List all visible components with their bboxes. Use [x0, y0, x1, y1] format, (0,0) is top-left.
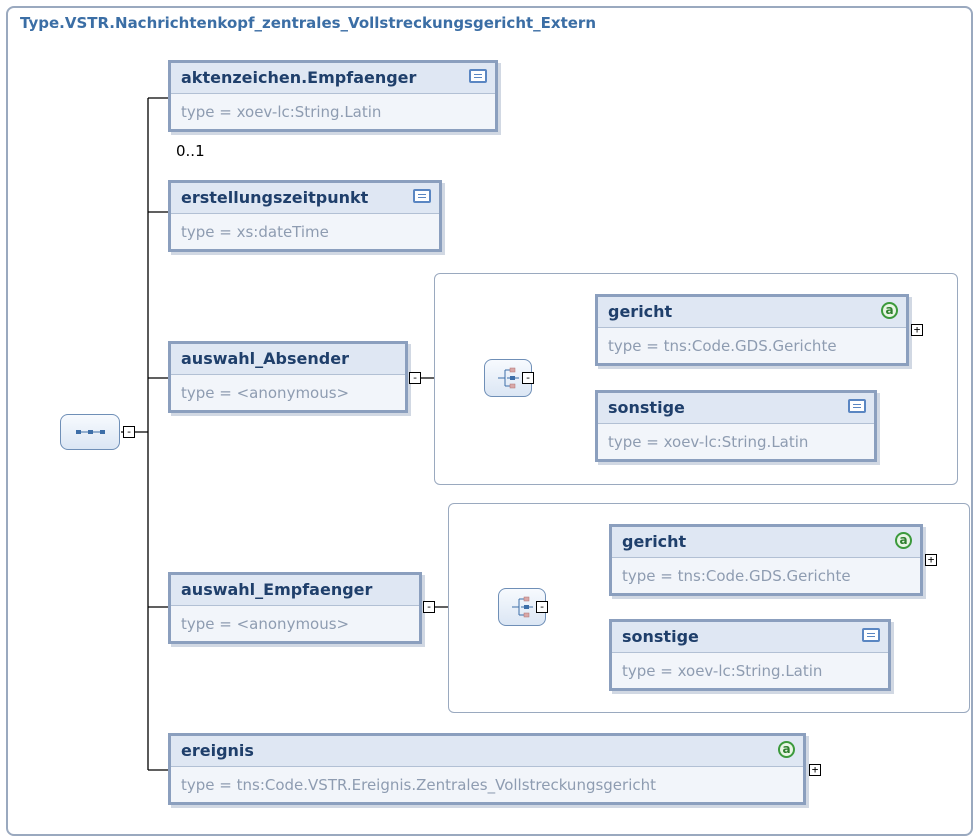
documentation-icon: [413, 189, 431, 203]
element-name: gericht: [608, 302, 673, 321]
element-type: type = xoev-lc:String.Latin: [181, 103, 382, 121]
expand-toggle[interactable]: +: [911, 324, 923, 336]
element-type: type = tns:Code.VSTR.Ereignis.Zentrales_…: [181, 776, 657, 794]
documentation-icon: [862, 628, 880, 642]
element-auswahl-absender[interactable]: auswahl_Absender type = <anonymous>: [168, 341, 408, 413]
element-name: gericht: [622, 532, 687, 551]
element-name: sonstige: [622, 627, 699, 646]
documentation-icon: [469, 69, 487, 83]
sequence-icon: [60, 414, 120, 450]
element-name: erstellungszeitpunkt: [181, 188, 369, 207]
attribute-icon: a: [881, 302, 898, 319]
expand-toggle[interactable]: +: [809, 764, 821, 776]
element-absender-gericht[interactable]: gericht a type = tns:Code.GDS.Gerichte: [595, 294, 909, 366]
expand-toggle[interactable]: +: [925, 554, 937, 566]
element-type: type = tns:Code.GDS.Gerichte: [608, 337, 837, 355]
element-type: type = xoev-lc:String.Latin: [622, 662, 823, 680]
documentation-icon: [848, 399, 866, 413]
collapse-toggle[interactable]: -: [423, 601, 435, 613]
element-name: ereignis: [181, 741, 254, 760]
element-absender-sonstige[interactable]: sonstige type = xoev-lc:String.Latin: [595, 390, 877, 462]
element-empfaenger-sonstige[interactable]: sonstige type = xoev-lc:String.Latin: [609, 619, 891, 691]
cardinality-label: 0..1: [176, 142, 205, 160]
element-auswahl-empfaenger[interactable]: auswahl_Empfaenger type = <anonymous>: [168, 572, 422, 644]
element-name: sonstige: [608, 398, 685, 417]
collapse-toggle[interactable]: -: [522, 372, 534, 384]
attribute-icon: a: [778, 741, 795, 758]
element-type: type = xs:dateTime: [181, 223, 329, 241]
collapse-toggle[interactable]: -: [123, 426, 135, 438]
element-type: type = <anonymous>: [181, 615, 350, 633]
element-name: auswahl_Empfaenger: [181, 580, 373, 599]
element-ereignis[interactable]: ereignis a type = tns:Code.VSTR.Ereignis.…: [168, 733, 806, 805]
collapse-toggle[interactable]: -: [409, 372, 421, 384]
attribute-icon: a: [895, 532, 912, 549]
element-aktenzeichen-empfaenger[interactable]: aktenzeichen.Empfaenger type = xoev-lc:S…: [168, 60, 498, 132]
element-name: aktenzeichen.Empfaenger: [181, 68, 417, 87]
element-type: type = tns:Code.GDS.Gerichte: [622, 567, 851, 585]
element-type: type = xoev-lc:String.Latin: [608, 433, 809, 451]
element-name: auswahl_Absender: [181, 349, 349, 368]
diagram-title: Type.VSTR.Nachrichtenkopf_zentrales_Voll…: [20, 14, 597, 32]
element-erstellungszeitpunkt[interactable]: erstellungszeitpunkt type = xs:dateTime: [168, 180, 442, 252]
element-type: type = <anonymous>: [181, 384, 350, 402]
collapse-toggle[interactable]: -: [536, 601, 548, 613]
element-empfaenger-gericht[interactable]: gericht a type = tns:Code.GDS.Gerichte: [609, 524, 923, 596]
